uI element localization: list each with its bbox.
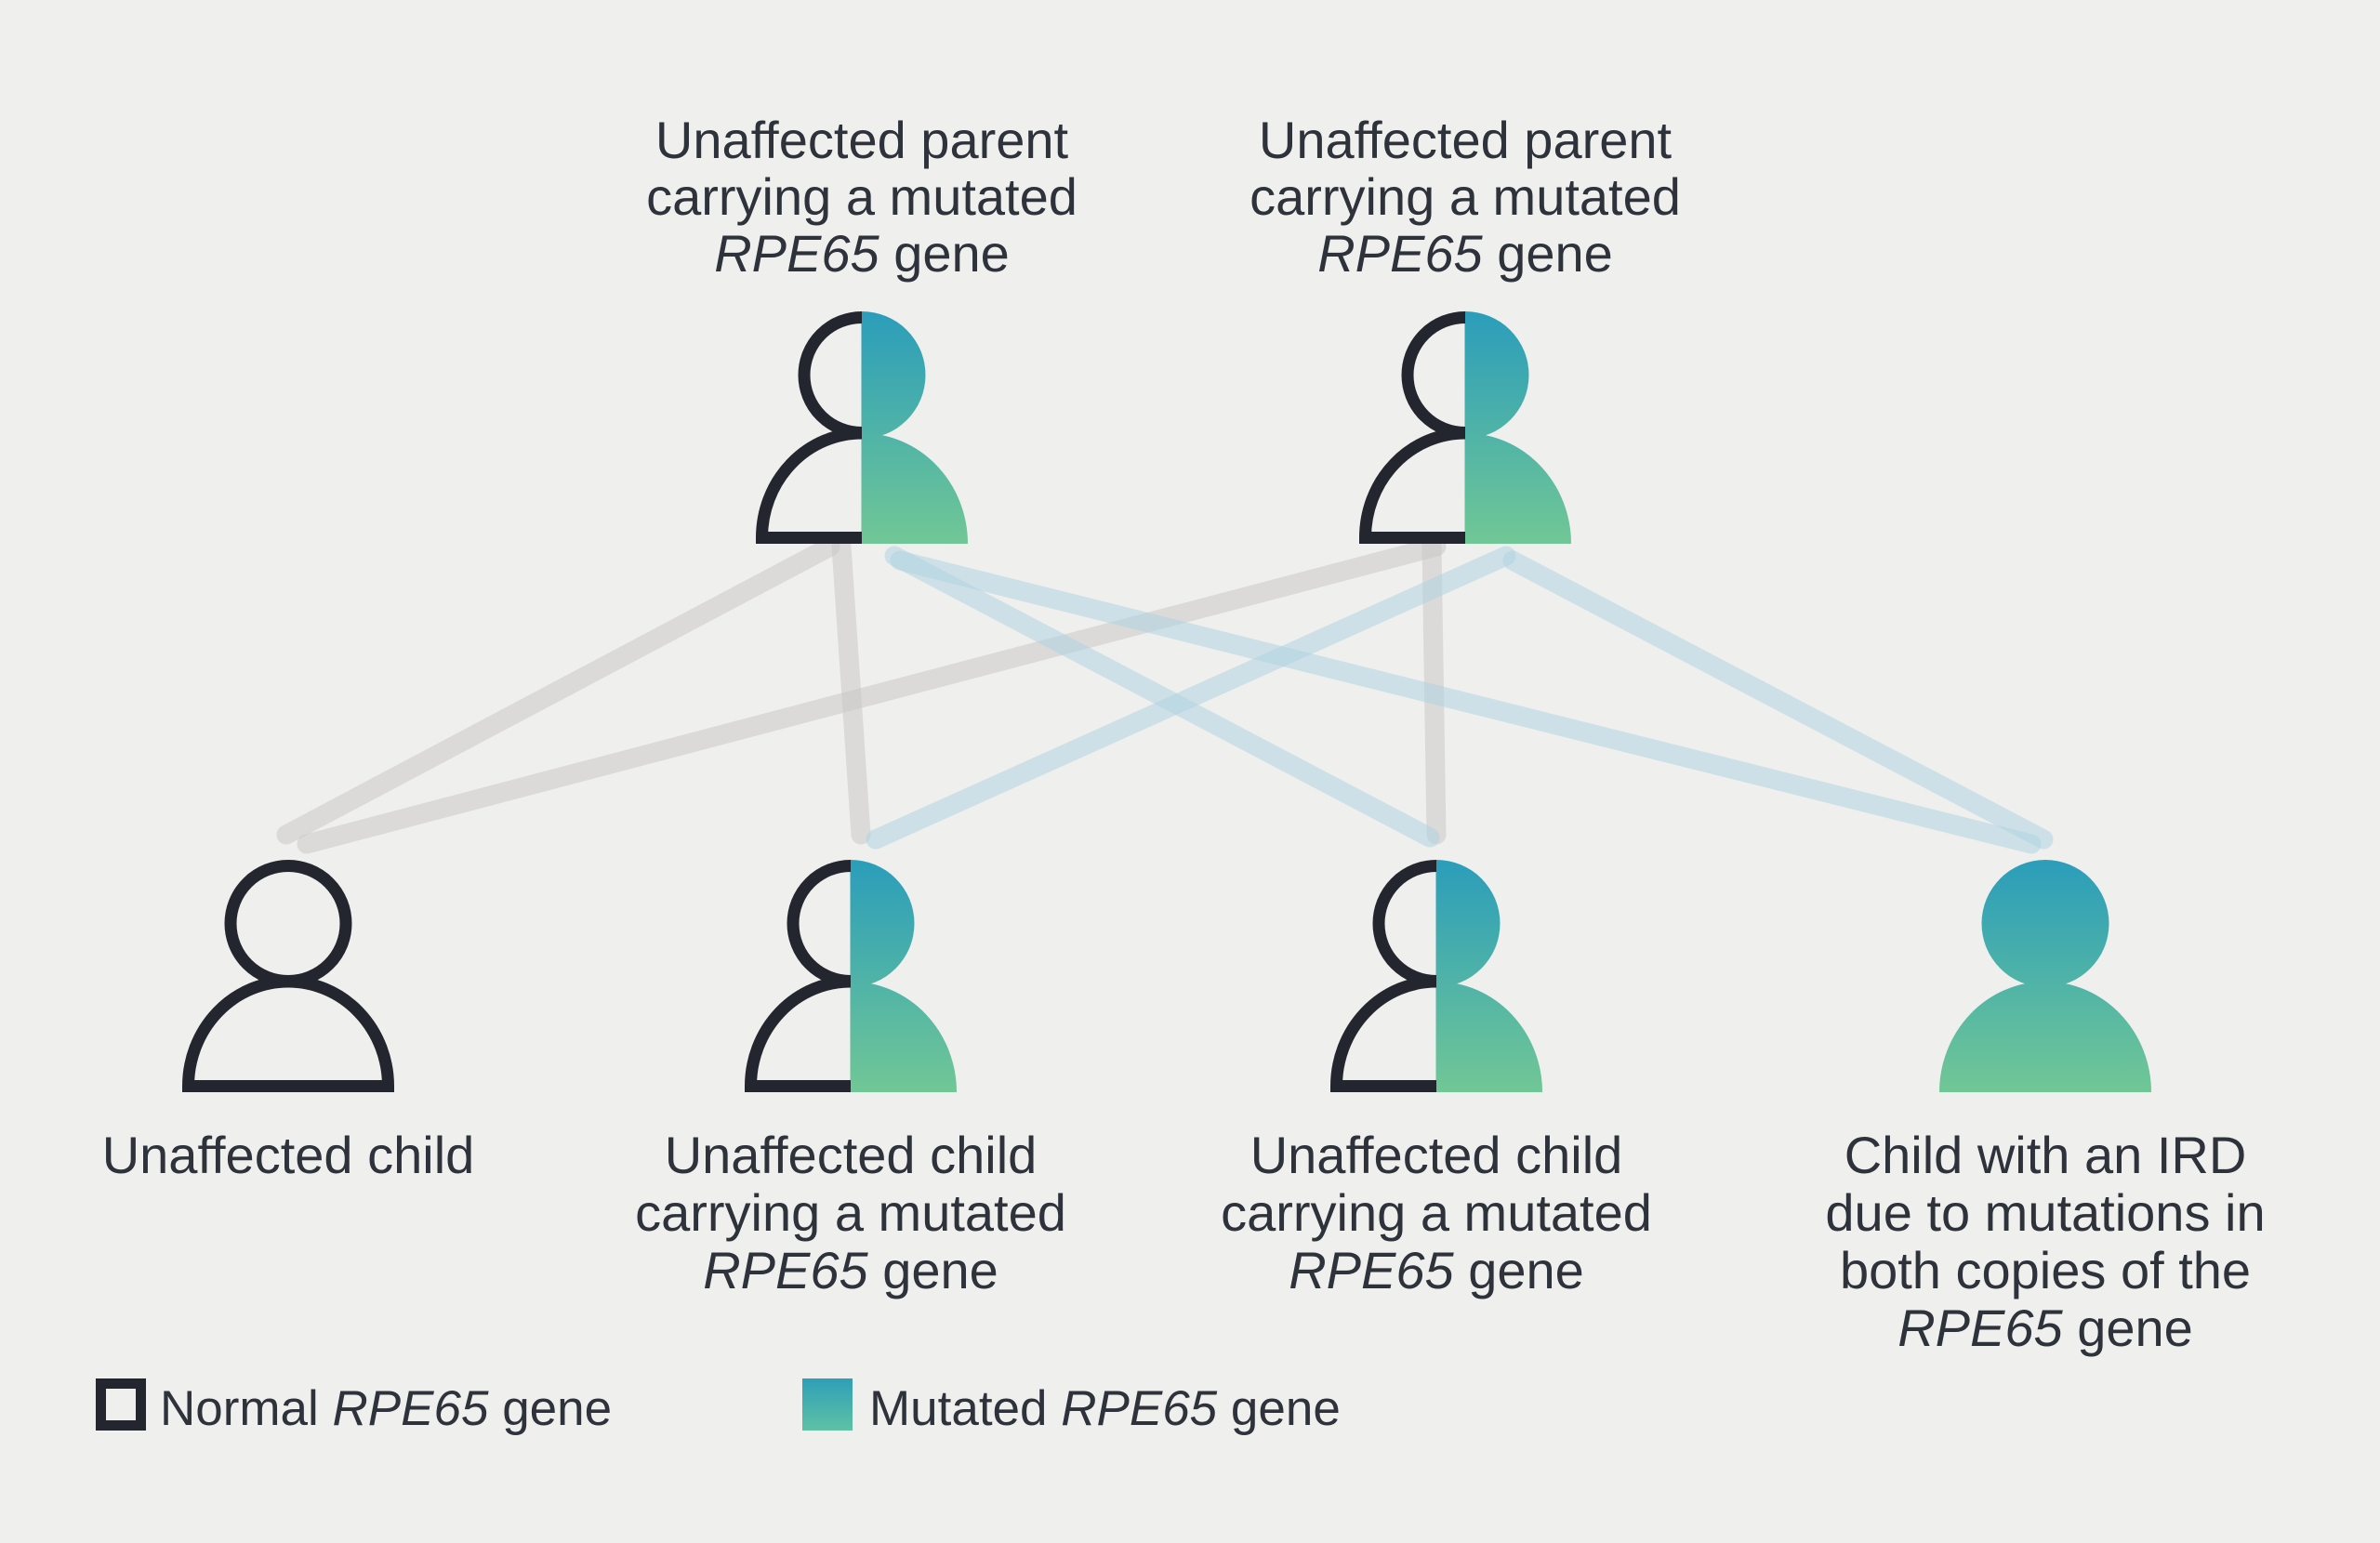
label-line: Child with an IRD: [1844, 1126, 2247, 1184]
label-line: RPE65 gene: [703, 1241, 998, 1299]
head: [787, 860, 851, 987]
body: [1435, 982, 1542, 1092]
normal-half: [755, 311, 862, 544]
mutated-gene-swatch-icon: [802, 1378, 853, 1431]
label-line: carrying a mutated: [1250, 167, 1681, 226]
normal-figure: [181, 860, 395, 1092]
head: [798, 311, 862, 439]
connector-parent-2-normal-gene-to-child-1: [297, 536, 1447, 854]
label-line: due to mutations in: [1825, 1183, 2266, 1242]
label-line: Unaffected parent: [654, 111, 1069, 169]
person-filled-affected-icon: [1939, 860, 2151, 1092]
person-half-carrier-icon: [1329, 860, 1542, 1092]
child-1-label: Unaffected child: [0, 1127, 641, 1184]
body: [1464, 433, 1571, 544]
normal-half: [1329, 860, 1436, 1092]
connector-parent-2-mutated-gene-to-child-4: [1502, 550, 2054, 850]
body: [1939, 982, 2151, 1092]
body: [850, 982, 957, 1092]
normal-half: [744, 860, 851, 1092]
label-line: both copies of the: [1839, 1241, 2252, 1299]
normal-gene-swatch-icon: [96, 1378, 146, 1431]
label-line: Unaffected child: [1250, 1126, 1623, 1184]
body: [755, 427, 862, 544]
body: [861, 433, 968, 544]
label-line: RPE65 gene: [1317, 224, 1613, 283]
label-line: carrying a mutated: [635, 1183, 1066, 1242]
label-line: Mutated RPE65 gene: [869, 1381, 1341, 1436]
mutated-half: [861, 311, 968, 544]
label-line: Unaffected child: [101, 1126, 475, 1184]
head: [1372, 860, 1436, 987]
person-outline-icon: [181, 860, 395, 1092]
label-line: Unaffected child: [664, 1126, 1038, 1184]
normal-half: [1358, 311, 1465, 544]
head: [1401, 311, 1465, 439]
legend-mutated-label: Mutated RPE65 gene: [869, 1382, 1341, 1436]
head: [861, 311, 926, 439]
head: [1981, 860, 2109, 987]
body: [181, 975, 395, 1092]
label-line: RPE65 gene: [1897, 1299, 2193, 1357]
connector-parent-1-mutated-gene-to-child-3: [884, 546, 1440, 848]
label-line: carrying a mutated: [646, 167, 1078, 226]
legend-normal-label: Normal RPE65 gene: [160, 1382, 612, 1436]
connector-parent-1-mutated-gene-to-child-4: [890, 550, 2042, 854]
person-half-carrier-icon: [1358, 311, 1571, 544]
body: [1329, 975, 1436, 1092]
label-line: RPE65 gene: [714, 224, 1010, 283]
body: [1358, 427, 1465, 544]
head: [1464, 311, 1529, 439]
mutated-half: [1435, 860, 1542, 1092]
head: [850, 860, 915, 987]
body: [744, 975, 851, 1092]
mutated-half: [850, 860, 957, 1092]
label-line: Unaffected parent: [1258, 111, 1673, 169]
label-line: carrying a mutated: [1221, 1183, 1652, 1242]
label-line: RPE65 gene: [1289, 1241, 1584, 1299]
mutated-half: [1464, 311, 1571, 544]
label-line: Normal RPE65 gene: [160, 1381, 613, 1436]
head: [224, 860, 352, 987]
connector-parent-2-mutated-gene-to-child-2: [866, 546, 1516, 850]
person-half-carrier-icon: [744, 860, 957, 1092]
person-half-carrier-icon: [755, 311, 968, 544]
mutated-figure: [1939, 860, 2151, 1092]
head: [1435, 860, 1501, 987]
connector-parent-1-normal-gene-to-child-1: [276, 536, 840, 845]
